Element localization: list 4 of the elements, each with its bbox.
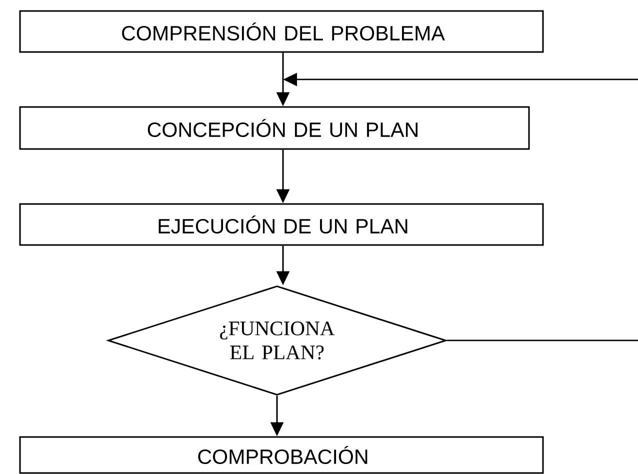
process-box: EJECUCIÓN DE UN PLAN bbox=[19, 203, 544, 246]
process-box: COMPRENSIÓN DEL PROBLEMA bbox=[19, 10, 544, 53]
process-box: CONCEPCIÓN DE UN PLAN bbox=[19, 106, 530, 150]
process-box: COMPROBACIÓN bbox=[19, 436, 544, 474]
